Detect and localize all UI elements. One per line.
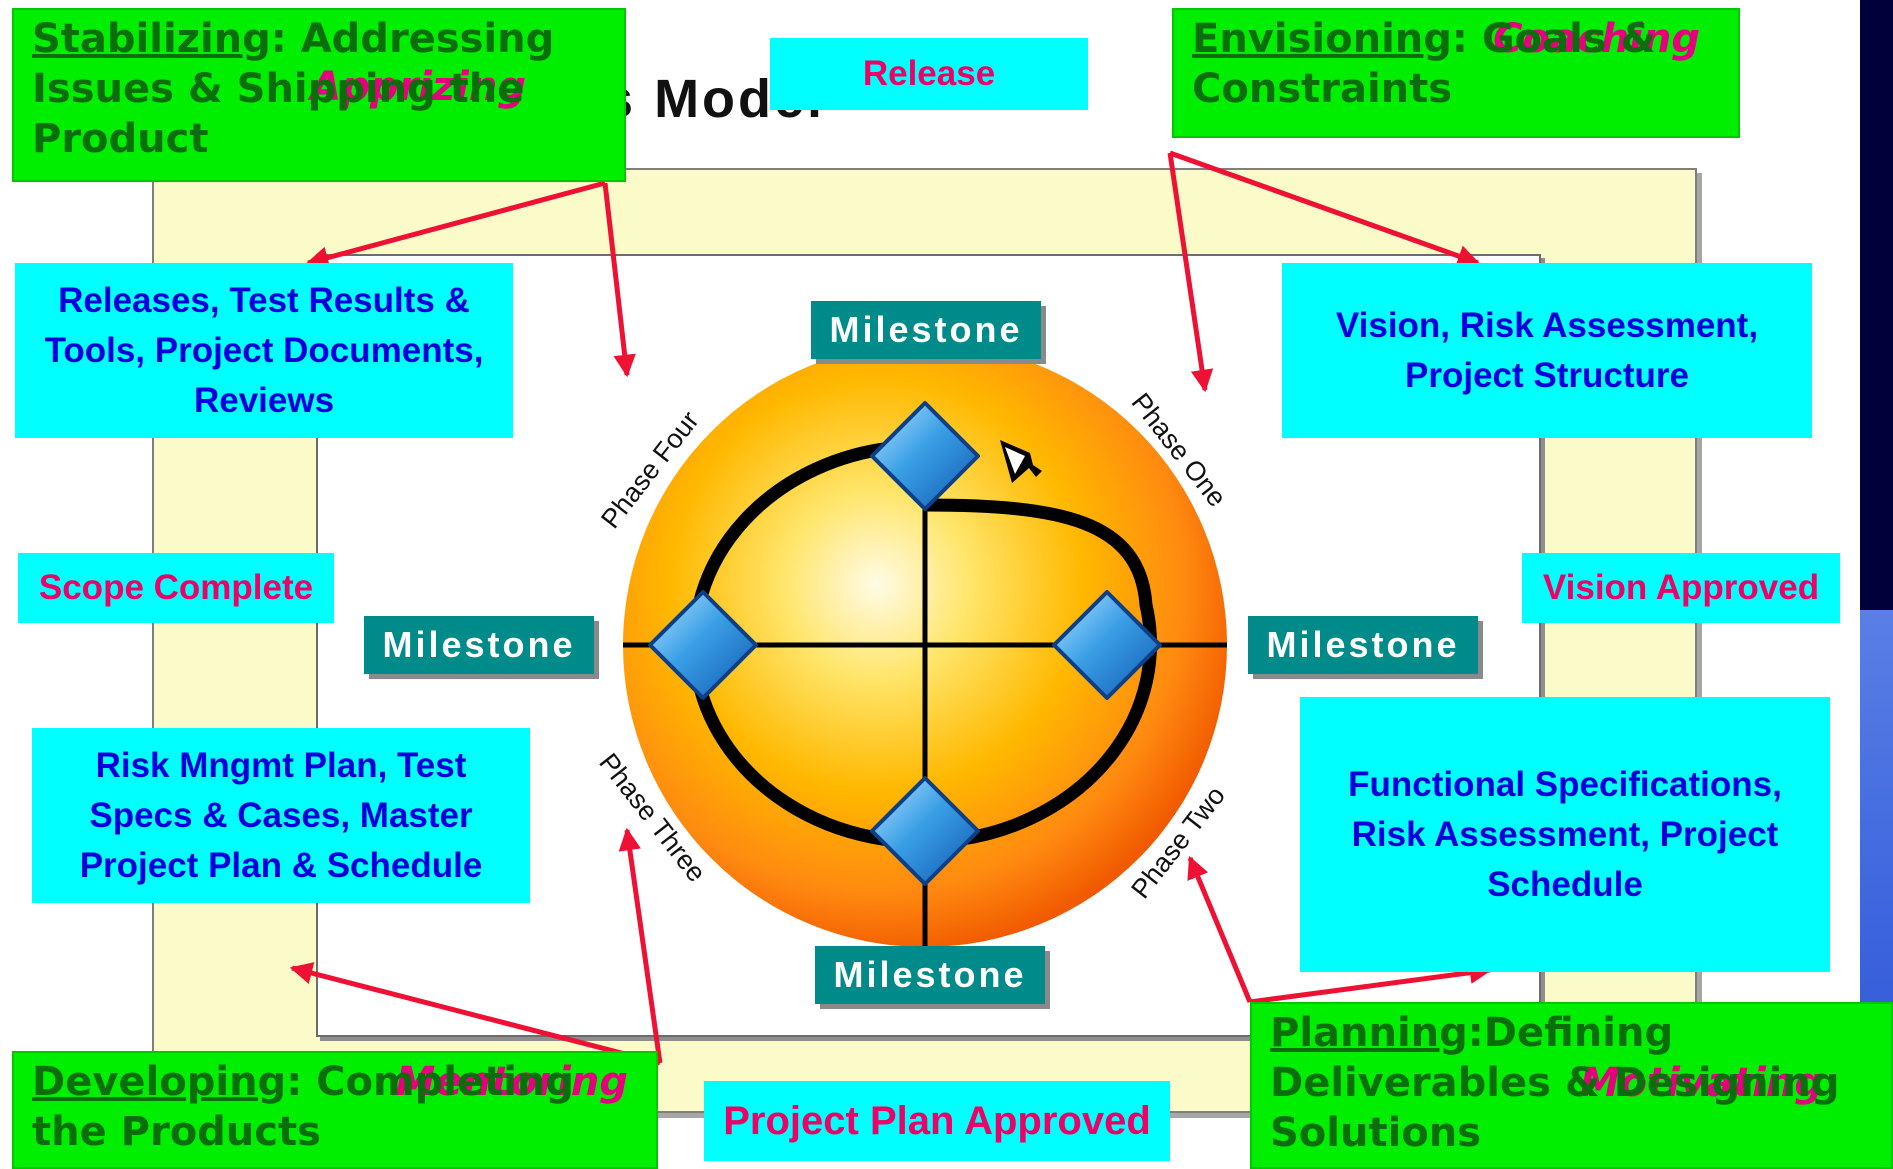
milestone-bottom: Milestone (815, 946, 1045, 1004)
arrow-stabilizing-phase (602, 182, 636, 378)
developing-phase-box: Developing: Completing the Products Ment… (12, 1051, 658, 1169)
milestone-left: Milestone (364, 616, 594, 674)
planning-phase-desc: :Defining Deliverables & Designing Solut… (1270, 1010, 1840, 1156)
arrow-developing-deliverables (289, 962, 661, 1066)
envisioning-deliverables-box: Vision, Risk Assessment, Project Structu… (1282, 263, 1812, 438)
arrow-stabilizing-deliverables (305, 180, 606, 269)
envisioning-phase-name: Envisioning (1192, 16, 1452, 62)
milestone-right: Milestone (1248, 616, 1478, 674)
connector-arrows (289, 150, 1493, 1066)
milestone-right-label: Milestone (1266, 624, 1460, 665)
planning-deliverables-text: Functional Specifications, Risk Assessme… (1348, 764, 1782, 904)
vision-approved-milestone-box: Vision Approved (1522, 553, 1840, 623)
envisioning-deliverables-text: Vision, Risk Assessment, Project Structu… (1335, 305, 1759, 395)
stabilizing-phase-desc: : Addressing Issues & Shipping the Produ… (32, 16, 555, 162)
planning-deliverables-box: Functional Specifications, Risk Assessme… (1300, 697, 1830, 972)
planning-phase-box: Planning:Defining Deliverables & Designi… (1250, 1002, 1893, 1169)
arrow-envisioning-phase (1167, 152, 1214, 393)
milestone-top: Milestone (811, 301, 1041, 359)
planning-phase-name: Planning (1270, 1010, 1468, 1056)
arrow-planning-phase (1187, 855, 1253, 1003)
milestone-bottom-label: Milestone (833, 954, 1027, 995)
milestone-diamond-icon (870, 776, 980, 886)
project-plan-approved-milestone-label: Project Plan Approved (723, 1099, 1151, 1143)
scope-complete-milestone-box: Scope Complete (18, 553, 334, 623)
vision-approved-milestone-label: Vision Approved (1542, 568, 1820, 607)
milestone-diamond-icon (648, 590, 758, 700)
stabilizing-deliverables-box: Releases, Test Results & Tools, Project … (15, 263, 513, 438)
milestone-left-label: Milestone (382, 624, 576, 665)
stabilizing-phase-name: Stabilizing (32, 16, 271, 62)
arrow-envisioning-deliverables (1169, 150, 1481, 267)
stabilizing-phase-box: Stabilizing: Addressing Issues & Shippin… (12, 8, 626, 182)
project-plan-approved-milestone-box: Project Plan Approved (704, 1081, 1170, 1161)
developing-deliverables-text: Risk Mngmt Plan, Test Specs & Cases, Mas… (79, 745, 483, 885)
arrow-developing-phase (618, 827, 663, 1064)
release-milestone-label: Release (862, 54, 996, 93)
milestone-diamond-icon (870, 401, 980, 511)
arrow-planning-deliverables (1249, 961, 1493, 1005)
scope-complete-milestone-label: Scope Complete (38, 568, 314, 607)
envisioning-phase-box: Envisioning: Goals & Constraints Coachin… (1172, 8, 1740, 138)
milestone-diamond-icon (1052, 590, 1162, 700)
developing-phase-desc: : Completing the Products (32, 1059, 575, 1155)
developing-phase-name: Developing (32, 1059, 287, 1105)
milestone-top-label: Milestone (829, 309, 1023, 350)
developing-deliverables-box: Risk Mngmt Plan, Test Specs & Cases, Mas… (32, 728, 530, 903)
envisioning-phase-desc: : Goals & Constraints (1192, 16, 1656, 112)
release-milestone-box: Release (770, 38, 1088, 110)
stabilizing-deliverables-text: Releases, Test Results & Tools, Project … (44, 280, 484, 420)
